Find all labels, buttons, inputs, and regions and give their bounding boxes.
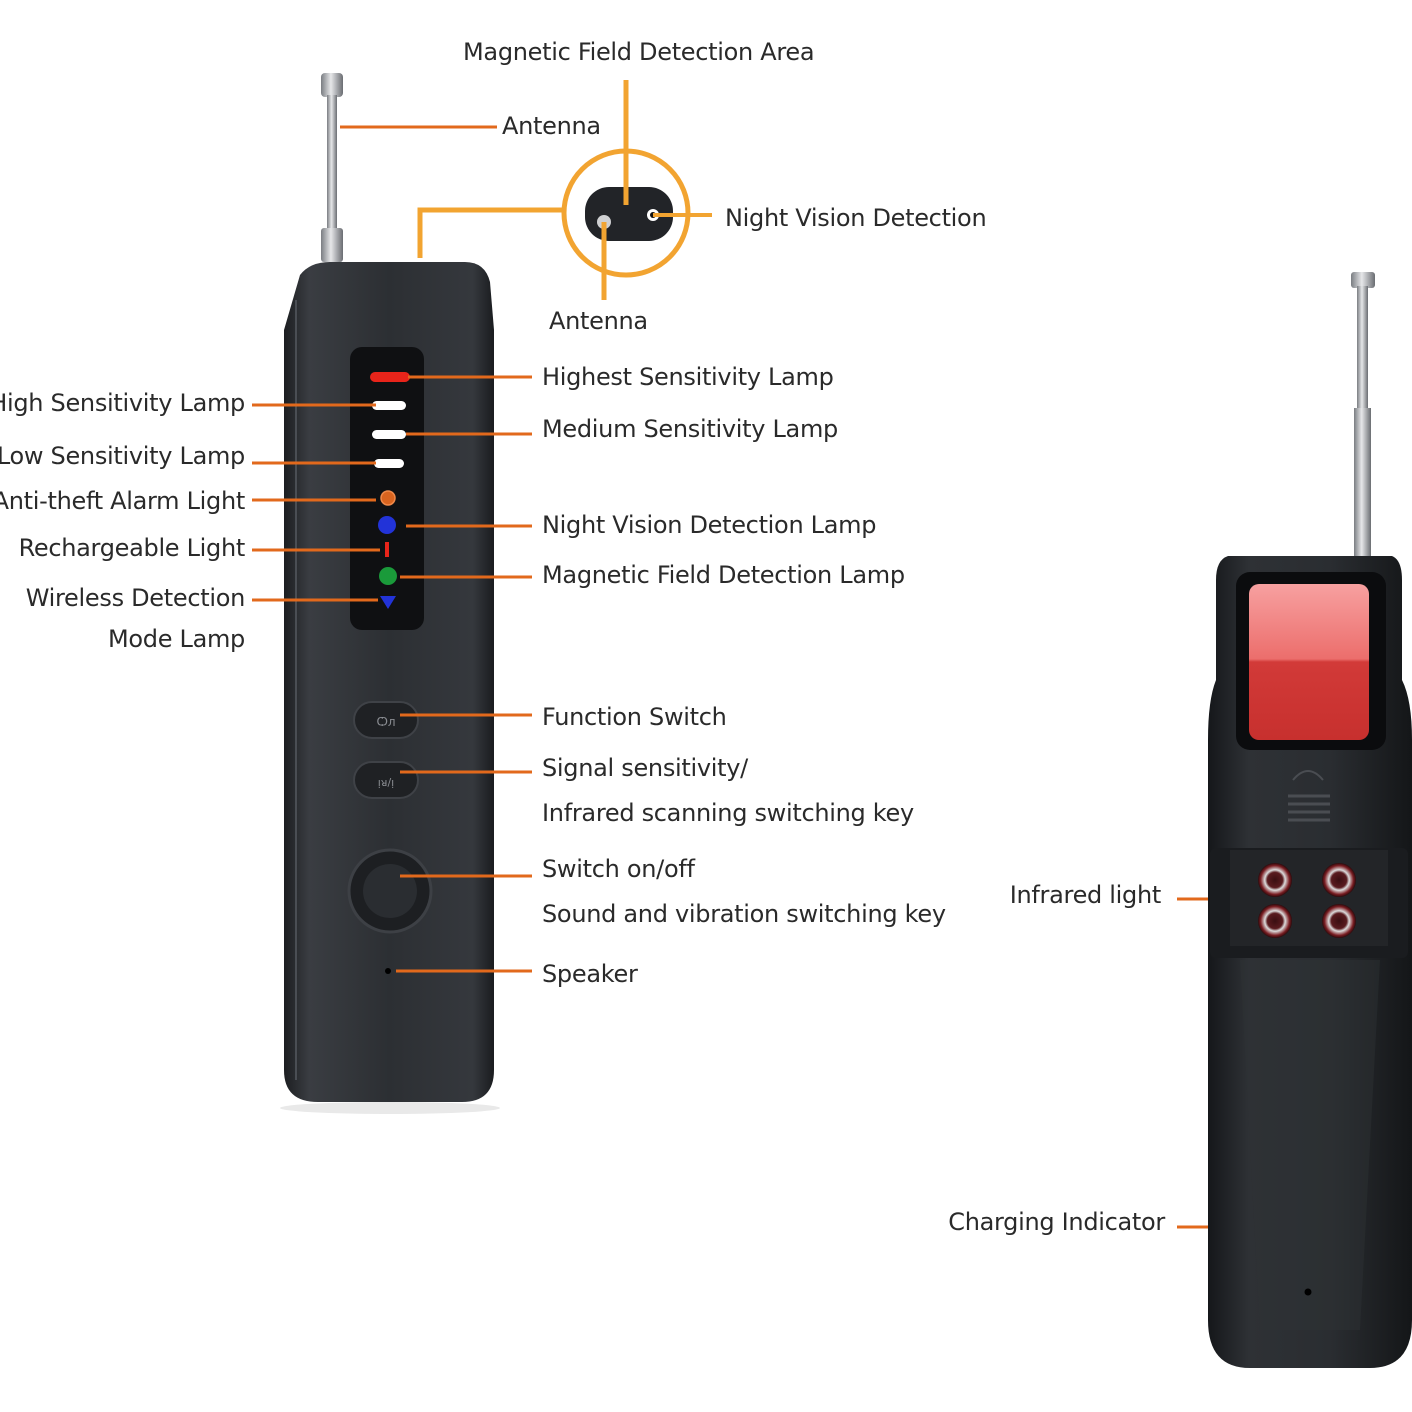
highest-sensitivity-lamp	[370, 372, 410, 382]
label-signal-sensitivity-1: Signal sensitivity/	[542, 754, 748, 782]
wireless-mode-lamp	[380, 596, 396, 609]
label-function-switch: Function Switch	[542, 703, 727, 731]
antenna-base	[321, 228, 343, 262]
low-sensitivity-lamp	[374, 459, 404, 468]
rear-antenna-lower	[1354, 408, 1371, 556]
rear-vent	[1288, 794, 1330, 822]
signal-button-glyph: ᴉᴚ/ᴉ	[378, 776, 394, 789]
label-high-sensitivity: High Sensitivity Lamp	[0, 389, 245, 417]
ir-led-3	[1258, 904, 1292, 938]
red-filter-lens[interactable]	[1249, 584, 1369, 740]
speaker-hole	[385, 968, 391, 974]
antenna-rod	[327, 95, 337, 230]
label-infrared-light: Infrared light	[1009, 881, 1162, 909]
magnetic-field-lamp	[379, 567, 397, 585]
label-wireless-detection-1: Wireless Detection	[25, 584, 246, 612]
label-magnetic-field-area: Magnetic Field Detection Area	[463, 38, 815, 66]
detection-area-inset	[417, 80, 712, 300]
label-night-vision-detection: Night Vision Detection	[725, 204, 987, 232]
label-charging-indicator: Charging Indicator	[948, 1208, 1165, 1236]
label-highest-sensitivity: Highest Sensitivity Lamp	[542, 363, 834, 391]
anti-theft-lamp	[380, 490, 396, 506]
label-magnetic-field-lamp: Magnetic Field Detection Lamp	[542, 561, 905, 589]
label-signal-sensitivity-2: Infrared scanning switching key	[542, 799, 914, 827]
ir-led-4	[1322, 904, 1356, 938]
high-sensitivity-lamp	[372, 401, 406, 410]
charging-indicator-dot	[1304, 1288, 1312, 1296]
main-detector-device: Ѻл ᴉᴚ/ᴉ	[280, 73, 500, 1114]
antenna-tip	[321, 73, 343, 97]
label-medium-sensitivity: Medium Sensitivity Lamp	[542, 415, 838, 443]
ir-led-2	[1322, 863, 1356, 897]
label-night-vision-lamp: Night Vision Detection Lamp	[542, 511, 877, 539]
label-switch-onoff-1: Switch on/off	[542, 855, 695, 883]
label-switch-onoff-2: Sound and vibration switching key	[542, 900, 946, 928]
rear-antenna-tip	[1351, 272, 1375, 288]
night-vision-lamp	[378, 516, 396, 534]
function-switch-glyph: Ѻл	[376, 715, 395, 729]
label-wireless-detection-2: Mode Lamp	[107, 625, 245, 653]
device-body	[284, 262, 494, 1102]
label-antenna-top: Antenna	[502, 112, 601, 140]
label-low-sensitivity: Low Sensitivity Lamp	[0, 442, 245, 470]
label-anti-theft: Anti-theft Alarm Light	[0, 487, 245, 515]
lamp-panel	[350, 347, 424, 630]
rechargeable-lamp	[385, 542, 389, 557]
leader-lines	[252, 125, 1310, 1290]
rear-device-body	[1208, 556, 1412, 1368]
rear-device	[1208, 272, 1412, 1368]
label-antenna-bottom: Antenna	[549, 307, 648, 335]
medium-sensitivity-lamp	[372, 430, 406, 439]
label-speaker: Speaker	[542, 960, 638, 988]
ir-led-1	[1258, 863, 1292, 897]
rear-antenna-upper	[1357, 286, 1368, 410]
label-rechargeable: Rechargeable Light	[18, 534, 246, 562]
function-switch-button[interactable]	[353, 701, 419, 739]
